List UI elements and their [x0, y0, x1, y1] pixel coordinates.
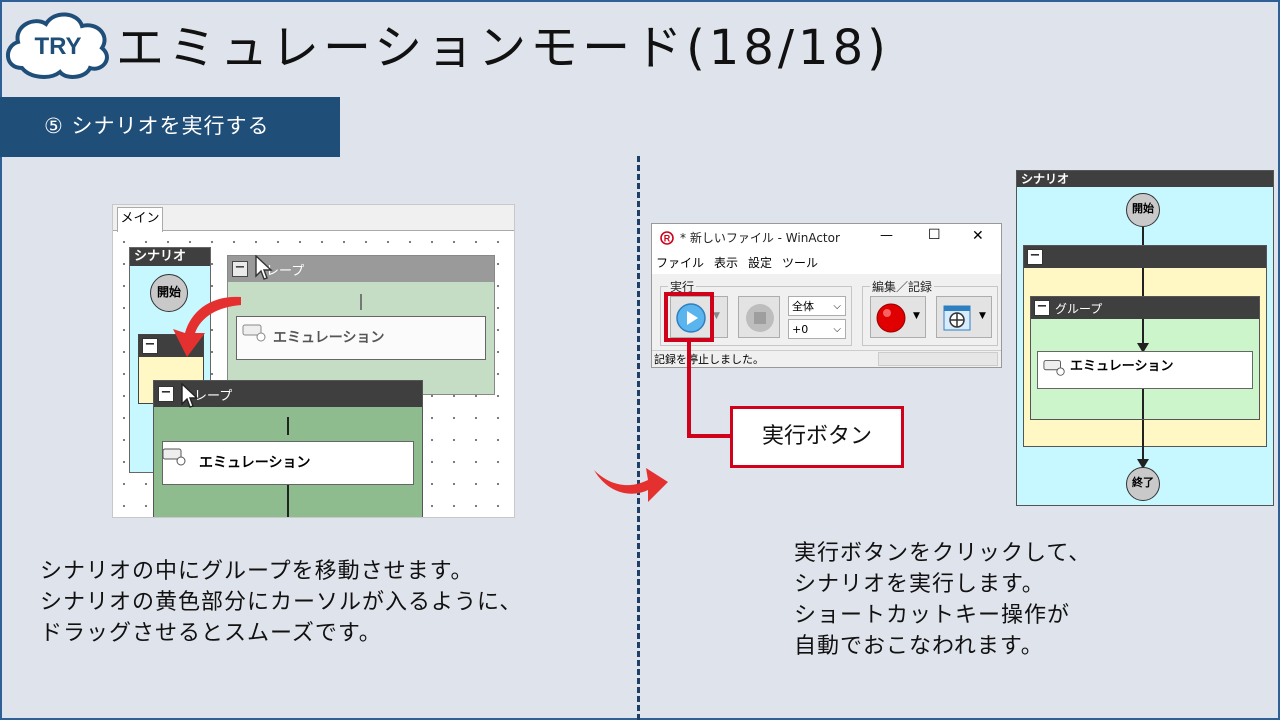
right-caption-line: 実行ボタンをクリックして、	[794, 541, 1092, 566]
flow-arrow-down-icon	[1137, 343, 1149, 353]
status-progress	[878, 352, 998, 366]
start-node: 開始	[150, 274, 188, 312]
right-caption: 実行ボタンをクリックして、 シナリオを実行します。 ショートカットキー操作が 自…	[794, 538, 1091, 662]
dragged-group[interactable]: − レープ エミュレーション	[153, 380, 423, 517]
callout-run-button: 実行ボタン	[730, 406, 904, 468]
edit-group-label: 編集／記録	[870, 278, 935, 295]
tab-main[interactable]: メイン	[117, 207, 163, 232]
ghost-collapse-icon: −	[232, 261, 248, 277]
scenario-header: シナリオ	[130, 248, 210, 266]
chevron-down-icon: ⌵	[833, 301, 841, 312]
minimize-button[interactable]: —	[880, 228, 893, 243]
ghost-action: エミュレーション	[236, 316, 486, 360]
winactor-logo-icon: R	[660, 231, 674, 245]
flow-end-node: 終了	[1126, 467, 1160, 501]
right-caption-line: 自動でおこなわれます。	[794, 634, 1044, 659]
play-icon	[676, 303, 706, 333]
callout-line	[687, 342, 691, 438]
group-label: レープ	[194, 389, 233, 404]
run-dropdown-icon[interactable]: ▼	[713, 311, 720, 321]
menu-bar: ファイル表示設定ツール	[652, 252, 1001, 274]
menu-file[interactable]: ファイル	[656, 256, 705, 270]
speed-select[interactable]: +0 ⌵	[788, 319, 846, 339]
scenario-flow: シナリオ 開始 − − グループ エミュレーション 終了	[1016, 170, 1274, 506]
capture-icon	[943, 305, 971, 331]
left-caption-line: シナリオの黄色部分にカーソルが入るように、	[40, 590, 523, 615]
drag-arrow-icon	[173, 296, 241, 357]
ghost-cursor-icon	[255, 255, 273, 280]
flow-start-node: 開始	[1126, 193, 1160, 227]
emulation-action[interactable]: エミュレーション	[162, 441, 414, 485]
svg-text:R: R	[664, 234, 671, 244]
chevron-down-icon: ⌵	[833, 324, 841, 335]
right-caption-line: ショートカットキー操作が	[794, 603, 1071, 628]
right-caption-line: シナリオを実行します。	[794, 572, 1045, 597]
flow-arrow-end-icon	[1137, 459, 1149, 469]
ghost-group-label: レープ	[266, 264, 305, 279]
emulation-dropdown-icon[interactable]: ▼	[979, 311, 986, 321]
speed-value: +0	[792, 323, 809, 336]
callout-line-h	[687, 434, 732, 438]
section-divider	[637, 156, 640, 720]
flow-outer-group: − − グループ エミュレーション	[1023, 245, 1267, 448]
record-button[interactable]: ▼	[870, 296, 926, 338]
close-button[interactable]: ✕	[972, 228, 984, 244]
menu-view[interactable]: 表示	[714, 256, 739, 270]
left-caption-line: ドラッグさせるとスムーズです。	[40, 621, 382, 646]
record-icon	[876, 303, 906, 333]
tab-bar: メイン	[113, 205, 514, 232]
status-bar: 記録を停止しました。	[652, 350, 1001, 368]
left-caption-line: シナリオの中にグループを移動させます。	[40, 559, 474, 584]
flow-keyboard-icon	[1043, 360, 1065, 376]
flow-inner-group: − グループ エミュレーション	[1030, 296, 1260, 420]
menu-settings[interactable]: 設定	[748, 256, 773, 270]
emulation-button[interactable]: ▼	[936, 296, 992, 338]
group-ghost: − レープ エミュレーション	[227, 255, 495, 395]
scope-value: 全体	[792, 300, 814, 313]
scope-select[interactable]: 全体 ⌵	[788, 296, 846, 316]
ghost-keyboard-icon	[242, 324, 266, 342]
flow-emulation-action[interactable]: エミュレーション	[1037, 351, 1253, 389]
slide-title: エミュレーションモード(18/18)	[116, 20, 890, 76]
menu-tools[interactable]: ツール	[782, 256, 819, 270]
stop-icon	[746, 304, 774, 332]
exec-group-label: 実行	[668, 278, 697, 295]
run-button[interactable]: ▼	[670, 296, 728, 338]
group-collapse-icon[interactable]: −	[158, 386, 174, 402]
left-caption: シナリオの中にグループを移動させます。 シナリオの黄色部分にカーソルが入るように…	[40, 556, 522, 649]
maximize-button[interactable]: ☐	[928, 227, 941, 243]
cursor-icon	[181, 383, 199, 408]
editor-screenshot: メイン シナリオ 開始 − − レープ エミュレーション − レープ エミュレー…	[112, 204, 515, 518]
record-dropdown-icon[interactable]: ▼	[913, 311, 920, 321]
next-arrow-icon	[594, 468, 668, 502]
try-cloud-badge: TRY	[6, 12, 109, 79]
flow-group-label: グループ	[1055, 302, 1103, 316]
flow-inner-collapse-icon[interactable]: −	[1034, 300, 1050, 316]
flow-outer-collapse-icon[interactable]: −	[1027, 249, 1043, 265]
window-title: * 新しいファイル - WinActor	[652, 224, 1001, 252]
flow-scenario-header: シナリオ	[1017, 171, 1273, 187]
stop-button[interactable]	[738, 296, 780, 338]
keyboard-icon	[162, 448, 186, 466]
try-badge-text: TRY	[34, 33, 81, 60]
collapse-icon[interactable]: −	[142, 338, 158, 354]
step-banner: ⑤ シナリオを実行する	[0, 97, 340, 157]
exec-group	[660, 286, 852, 346]
run-button-highlight	[664, 292, 714, 342]
